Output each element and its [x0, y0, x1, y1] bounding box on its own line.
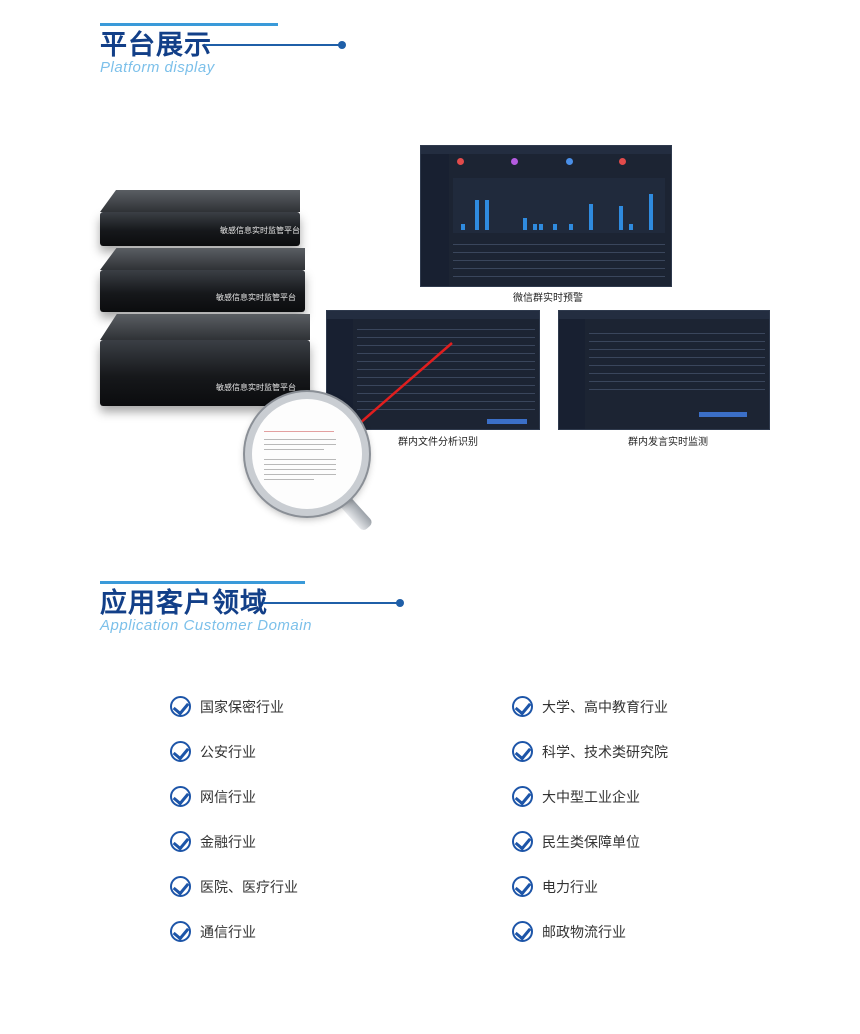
- heading-top-accent: [100, 23, 278, 26]
- chart-bar-5: [533, 224, 537, 230]
- chart-bar-6: [539, 224, 543, 230]
- check-circle-icon: [170, 876, 191, 897]
- list-item: 大学、高中教育行业: [512, 696, 668, 717]
- check-circle-icon: [170, 741, 191, 762]
- chart-bar-7: [553, 224, 557, 230]
- domain-title: 应用客户领域: [100, 588, 268, 619]
- check-circle-icon: [512, 831, 533, 852]
- list-item: 科学、技术类研究院: [512, 741, 668, 762]
- platform-subtitle: Platform display: [100, 59, 215, 76]
- heading-accent-line: [205, 41, 346, 49]
- domain-subtitle: Application Customer Domain: [100, 617, 312, 634]
- platform-section-heading: 平台展示 Platform display: [100, 23, 346, 76]
- check-circle-icon: [512, 786, 533, 807]
- check-circle-icon: [170, 696, 191, 717]
- list-item: 民生类保障单位: [512, 831, 640, 852]
- stat-dot-red: [457, 158, 464, 165]
- check-circle-icon: [512, 876, 533, 897]
- chart-bar-2: [475, 200, 479, 230]
- chart-bar-11: [629, 224, 633, 230]
- list-item: 金融行业: [170, 831, 256, 852]
- chart-bar-9: [589, 204, 593, 230]
- domain-section-heading: 应用客户领域 Application Customer Domain: [100, 581, 404, 634]
- server-unit-3: 敏感信息实时监管平台: [100, 314, 310, 406]
- check-circle-icon: [512, 696, 533, 717]
- heading-top-accent: [100, 581, 305, 584]
- heading-accent-line: [263, 599, 404, 607]
- stat-dot-red-2: [619, 158, 626, 165]
- chart-bar-3: [485, 200, 489, 230]
- pager: [699, 412, 747, 417]
- file-analysis-caption: 群内文件分析识别: [398, 437, 478, 448]
- chart-bar-10: [619, 206, 623, 230]
- list-item: 邮政物流行业: [512, 921, 626, 942]
- list-item: 通信行业: [170, 921, 256, 942]
- list-item: 网信行业: [170, 786, 256, 807]
- stat-dot-purple: [511, 158, 518, 165]
- chart-bar-8: [569, 224, 573, 230]
- server-label-3: 敏感信息实时监管平台: [216, 383, 296, 392]
- stat-dot-blue: [566, 158, 573, 165]
- platform-title: 平台展示: [100, 30, 212, 61]
- wechat-alert-caption: 微信群实时预警: [513, 293, 583, 304]
- magnifier-icon: [245, 392, 369, 516]
- check-circle-icon: [170, 831, 191, 852]
- wechat-alert-screen: [420, 145, 672, 287]
- list-item: 电力行业: [512, 876, 598, 897]
- check-circle-icon: [512, 741, 533, 762]
- server-label-2: 敏感信息实时监管平台: [216, 293, 296, 302]
- list-item: 国家保密行业: [170, 696, 284, 717]
- server-unit-2: 敏感信息实时监管平台: [100, 248, 305, 312]
- chart-bar-1: [461, 224, 465, 230]
- check-circle-icon: [512, 921, 533, 942]
- server-unit-1: 敏感信息实时监管平台: [100, 190, 300, 246]
- check-circle-icon: [170, 921, 191, 942]
- list-item: 公安行业: [170, 741, 256, 762]
- pointer-arrow-icon: [348, 342, 453, 434]
- chart-panel: [453, 178, 665, 233]
- speech-monitor-caption: 群内发言实时监测: [628, 437, 708, 448]
- server-label-1: 敏感信息实时监管平台: [220, 226, 300, 235]
- list-item: 大中型工业企业: [512, 786, 640, 807]
- speech-monitor-screen: [558, 310, 770, 430]
- file-analysis-screen: [326, 310, 540, 430]
- chart-bar-12: [649, 194, 653, 230]
- chart-bar-4: [523, 218, 527, 230]
- check-circle-icon: [170, 786, 191, 807]
- list-item: 医院、医疗行业: [170, 876, 298, 897]
- pager: [487, 419, 527, 424]
